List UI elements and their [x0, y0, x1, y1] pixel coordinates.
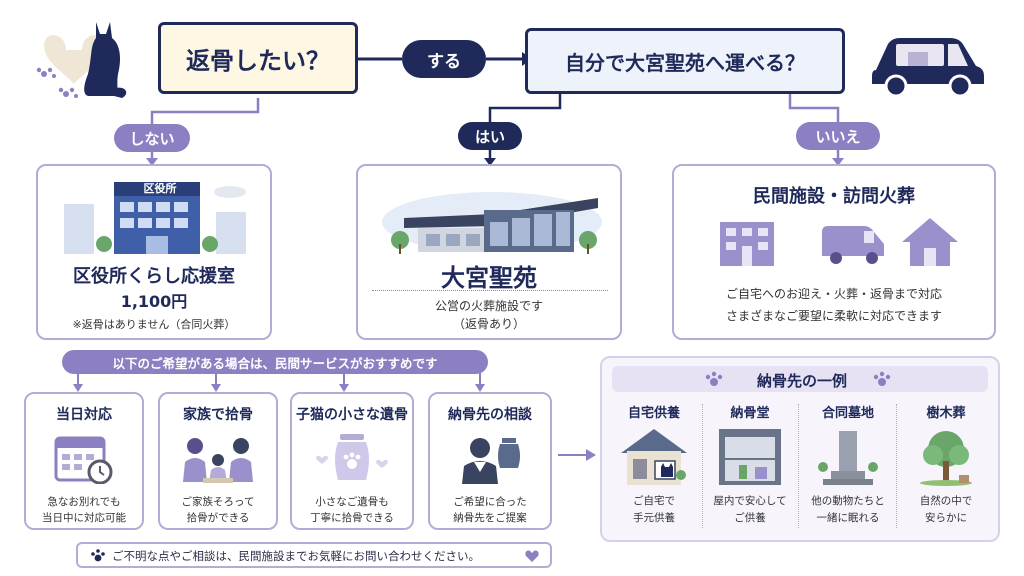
noukotsu-item-tree-burial: 樹木葬 自然の中で 安らかに [900, 402, 992, 527]
ward-office-price: 1,100円 [120, 292, 188, 311]
service-title: 家族で拾骨 [183, 407, 253, 423]
question-can-transport: 自分で大宮聖苑へ運べる？ [525, 28, 845, 94]
question-return-bones: 返骨したい？ [158, 22, 358, 94]
service-desc-line1: 小さなご遺骨も [315, 496, 389, 508]
noukotsu-desc-line1: 他の動物たちと [811, 495, 885, 507]
ward-office-title: 区役所くらし応援室 [73, 266, 235, 287]
ward-office-building-icon [64, 182, 246, 254]
service-card-family: 家族で拾骨 ご家族そろって 拾骨ができる [158, 392, 278, 530]
columbarium-icon [719, 429, 781, 485]
car-icon [872, 38, 984, 98]
tree-icon [920, 431, 972, 486]
noukotsu-title: 納骨堂 [730, 406, 770, 421]
omiya-seien-desc-line1: 公営の火葬施設です [434, 299, 543, 313]
service-desc-line1: 急なお別れでも [47, 496, 121, 508]
service-card-consult: 納骨先の相談 ご希望に合った 納骨先をご提案 [428, 392, 552, 530]
service-card-kitten: 子猫の小さな遺骨 小さなご遺骨も 丁寧に拾骨できる [290, 392, 414, 530]
ward-office-note: ※返骨はありません（合同火葬） [72, 318, 236, 331]
facility-building-icon [720, 222, 774, 266]
private-facility-desc-line1: ご自宅へのお迎え・火葬・返骨まで対応 [725, 287, 942, 301]
service-title: 納骨先の相談 [448, 407, 532, 423]
noukotsu-item-communal-grave: 合同墓地 他の動物たちと 一緒に眠れる [802, 402, 894, 527]
family-icon [183, 438, 253, 483]
service-desc-line1: ご家族そろって [181, 496, 255, 508]
noukotsu-desc-line2: 安らかに [925, 512, 967, 524]
omiya-seien-card: 大宮聖苑 公営の火葬施設です （返骨あり） [356, 164, 622, 340]
column-divider [798, 404, 799, 528]
service-desc-line2: 納骨先をご提案 [453, 512, 527, 524]
private-facility-card: 民間施設・訪問火葬 ご自宅へのお迎え・火葬・返骨まで対応 さまざまなご要望に柔軟… [672, 164, 996, 340]
recommend-banner: 以下のご希望がある場合は、民間サービスがおすすめです [62, 350, 488, 374]
paw-icon [705, 371, 723, 386]
title-divider [372, 290, 608, 291]
house-icon [902, 218, 958, 266]
service-desc-line2: 当日中に対応可能 [42, 512, 126, 524]
column-divider [896, 404, 897, 528]
ward-office-sign: 区役所 [143, 182, 177, 195]
calendar-clock-icon [54, 436, 113, 484]
noukotsu-item-home: 自宅供養 ご自宅で 手元供養 [608, 402, 700, 527]
omiya-seien-desc-line2: （返骨あり） [452, 317, 525, 331]
service-desc-line2: 拾骨ができる [186, 512, 250, 524]
no-pill: しない [114, 124, 190, 152]
home-altar-icon [621, 429, 687, 485]
iie-pill: いいえ [796, 122, 880, 150]
noukotsu-title: 樹木葬 [926, 406, 966, 421]
paw-icon [873, 371, 891, 386]
noukotsu-desc-line1: ご自宅で [633, 495, 675, 507]
noukotsu-header-bar [612, 366, 988, 392]
column-divider [702, 404, 703, 528]
noukotsu-header: 納骨先の一例 [756, 372, 847, 390]
cat-heart-illustration [36, 22, 127, 98]
noukotsu-desc-line2: ご供養 [734, 512, 766, 524]
noukotsu-desc-line1: 自然の中で [919, 495, 973, 507]
private-facility-title: 民間施設・訪問火葬 [753, 186, 915, 207]
ward-office-card: 区役所 区役所くらし応援室 1,100円 ※返骨はありません（合同火葬） [36, 164, 272, 340]
consultant-urn-icon [462, 438, 520, 484]
private-facility-desc-line2: さまざまなご要望に柔軟に対応できます [725, 309, 942, 323]
yes-branch-pill: はい [458, 122, 522, 150]
service-desc-line1: ご希望に合った [453, 496, 527, 508]
noukotsu-item-columbarium: 納骨堂 屋内で安心して ご供養 [704, 402, 796, 527]
crematorium-building-icon [382, 192, 602, 254]
noukotsu-desc-line1: 屋内で安心して [713, 495, 787, 507]
service-title: 子猫の小さな遺骨 [296, 407, 408, 423]
heart-icon [525, 550, 539, 562]
footer-text: ご不明な点やご相談は、民間施設までお気軽にお問い合わせください。 [112, 549, 480, 563]
paw-icon [91, 549, 105, 562]
grave-icon [818, 431, 878, 485]
van-icon [822, 226, 884, 264]
noukotsu-desc-line2: 一緒に眠れる [816, 512, 880, 524]
service-title: 当日対応 [56, 407, 112, 423]
noukotsu-desc-line2: 手元供養 [633, 512, 675, 524]
service-desc-line2: 丁寧に拾骨できる [310, 512, 394, 524]
noukotsu-title: 自宅供養 [627, 406, 680, 421]
yes-pill: する [402, 40, 486, 78]
service-card-same-day: 当日対応 急なお別れでも 当日中に対応可能 [24, 392, 144, 530]
footer-note: ご不明な点やご相談は、民間施設までお気軽にお問い合わせください。 [76, 542, 552, 568]
omiya-seien-title: 大宮聖苑 [441, 264, 537, 292]
noukotsu-panel: 納骨先の一例 自宅供養 ご自宅で 手元供養 納骨堂 屋内で安心して ご供養 [600, 356, 1000, 542]
urn-paw-icon [316, 434, 388, 480]
noukotsu-title: 合同墓地 [821, 406, 874, 421]
